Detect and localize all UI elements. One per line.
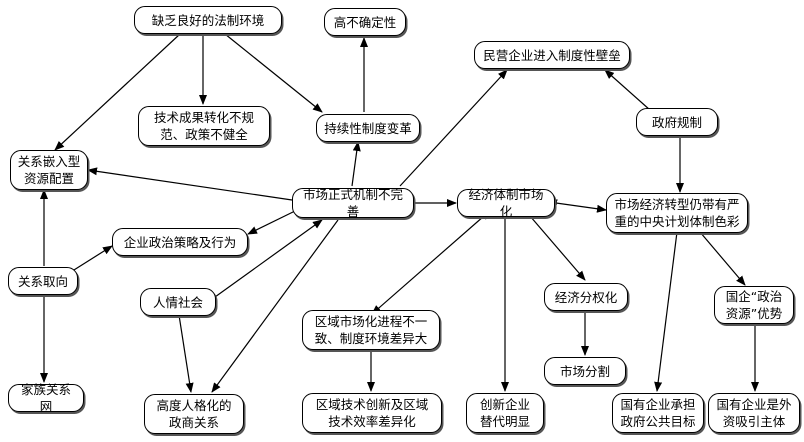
edge-imperfect-to-embedded xyxy=(87,167,293,201)
node-private-entry-barrier: 民营企业进入制度性壁垒 xyxy=(474,41,630,69)
node-central-planning-color: 市场经济转型仍带有严 重的中央计划体制色彩 xyxy=(606,193,748,233)
edge-imperfect-to-continuous xyxy=(351,141,361,187)
node-tech-transfer: 技术成果转化不规 范、政策不健全 xyxy=(138,106,270,146)
edge-legal-to-embedded xyxy=(54,33,181,151)
edge-marketization-regional xyxy=(371,210,491,315)
node-high-uncertainty: 高不确定性 xyxy=(324,8,406,36)
edge-regulation-to-private xyxy=(604,69,651,111)
node-market-mechanism-imperfect: 市场正式机制不完善 xyxy=(292,187,414,219)
edge-imperfect-to-personalized xyxy=(211,219,339,393)
node-continuous-change: 持续性制度变革 xyxy=(316,114,420,142)
node-marketization: 经济体制市场化 xyxy=(457,187,555,219)
node-embedded-allocation: 关系嵌入型 资源配置 xyxy=(10,150,88,190)
node-personalized-relation: 高度人格化的 政商关系 xyxy=(144,394,244,434)
edge-human-to-personalized xyxy=(178,314,194,393)
node-relation-orientation: 关系取向 xyxy=(8,267,78,295)
node-political-strategy: 企业政治策略及行为 xyxy=(112,228,248,256)
node-market-segmentation: 市场分割 xyxy=(544,357,626,385)
node-regional-gap: 区域市场化进程不一 致、制度环境差异大 xyxy=(302,310,440,350)
node-regional-innovation: 区域技术创新及区域 技术效率差异化 xyxy=(302,393,442,433)
node-gov-regulation: 政府规制 xyxy=(636,108,718,136)
edge-marketization-planned xyxy=(547,199,607,213)
node-family-network: 家族关系网 xyxy=(8,382,84,414)
node-decentralization: 经济分权化 xyxy=(544,283,628,311)
edge-planned-to-soeresources xyxy=(699,231,746,286)
edge-legal-to-continuous xyxy=(224,33,323,113)
node-legal-environment: 缺乏良好的法制环境 xyxy=(134,6,282,34)
edge-imperfect-to-private xyxy=(399,69,508,187)
node-human-society: 人情社会 xyxy=(140,288,216,316)
node-innovation-substitution: 创新企业 替代明显 xyxy=(466,393,544,433)
node-soe-fdi: 国有企业是外 资吸引主体 xyxy=(708,393,800,433)
edge-planned-to-soepublic xyxy=(654,231,678,392)
edge-marketization-decentralization xyxy=(524,209,586,281)
edge-human-to-imperfect xyxy=(214,219,323,298)
edge-imperfect-to-political xyxy=(247,210,296,235)
node-soe-public-goals: 国有企业承担 政府公共目标 xyxy=(612,393,704,433)
node-soe-political-resources: 国企“政治 资源”优势 xyxy=(714,286,794,324)
